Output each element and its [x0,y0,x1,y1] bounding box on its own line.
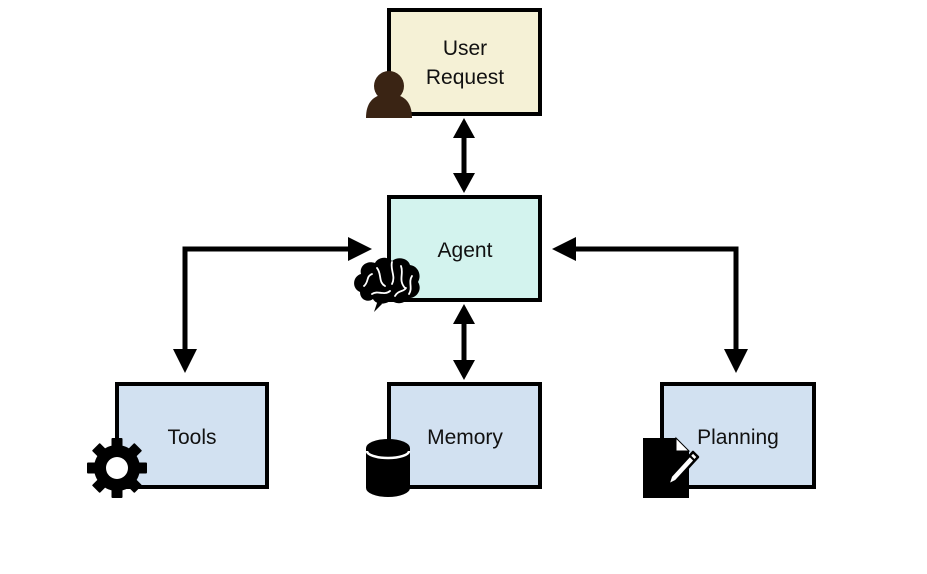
node-tools: Tools [87,382,269,498]
arrowhead-down-agent [453,173,475,193]
memory-label: Memory [427,426,503,449]
user-request-label-line2: Request [426,66,504,89]
tools-label: Tools [167,426,216,449]
edge-agent-planning [575,246,739,350]
node-planning: Planning [643,382,816,498]
connectors [182,136,739,361]
arrowhead-up-user [453,118,475,138]
person-icon [366,71,412,118]
arrowhead-right-agent [348,237,372,261]
user-request-label-line1: User [443,37,487,60]
arrowhead-left-agent [552,237,576,261]
arrowhead-down-planning [724,349,748,373]
memory-box [387,382,542,489]
gear-icon [87,438,147,498]
edge-agent-tools [182,246,350,350]
database-icon [365,439,411,497]
planning-label: Planning [697,426,779,449]
arrowhead-down-tools [173,349,197,373]
arrowhead-down-memory [453,360,475,380]
node-memory: Memory [365,382,542,497]
node-agent: Agent [354,195,542,312]
brain-icon [354,257,420,312]
agent-label: Agent [438,239,493,262]
arrowheads [173,118,748,380]
document-pen-icon [643,436,700,498]
arrowhead-up-agent [453,304,475,324]
node-user-request: User Request [366,8,542,118]
user-request-box [387,8,542,116]
